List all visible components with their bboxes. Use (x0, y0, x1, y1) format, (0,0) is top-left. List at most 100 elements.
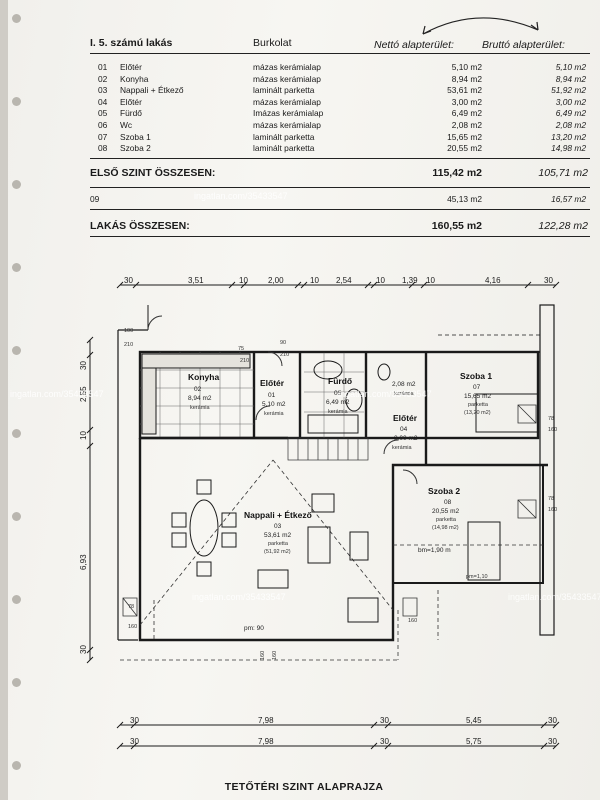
row09-number: 09 (90, 194, 100, 204)
eloter1-area: 5,10 m2 (262, 401, 286, 408)
dining-table (189, 499, 219, 557)
watermark-5: ingatlan.com/35433547 (508, 592, 600, 602)
room-name-cell: Nappali + Étkező (120, 85, 184, 96)
szoba2-label: Szoba 2 (428, 486, 460, 496)
room-gross-cell: 8,94 m2 (555, 73, 586, 84)
nappali-label: Nappali + Étkező (244, 510, 312, 520)
room-no-cell: 06 (98, 120, 108, 130)
room-net-cell: 8,94 m2 (451, 73, 482, 84)
room-floor-cell: laminált parketta (253, 131, 315, 142)
szoba2-pm: pm=1,10 (466, 574, 488, 580)
dimension-label: 30 (544, 276, 553, 285)
dimension-label: 10 (310, 276, 319, 285)
room-gross-cell: 51,92 m2 (551, 85, 586, 96)
dimension-label: 30 (548, 716, 557, 725)
room-net-cell: 15,65 m2 (447, 131, 482, 142)
room-net-cell: 20,55 m2 (447, 143, 482, 154)
room-no-cell: 05 (98, 108, 108, 119)
dimension-label: 30 (79, 361, 88, 370)
room-name-cell: Konyha (120, 73, 149, 84)
binder-hole (12, 346, 21, 355)
door-dimension-mark: 78 (548, 416, 554, 422)
watermark-4: ingatlan.com/35433547 (192, 592, 286, 602)
binder-hole (12, 512, 21, 521)
szoba1-area: 15,65 m2 (464, 393, 491, 400)
szoba2-floor: parketta (436, 517, 457, 523)
door-dimension-mark: 78 (128, 604, 134, 610)
eloter2-label: Előtér (393, 413, 418, 423)
room-gross-cell: 2,08 m2 (555, 120, 586, 130)
room-no-cell: 02 (98, 73, 108, 84)
eloter2-no: 04 (400, 426, 408, 433)
rule-after-total (90, 187, 590, 188)
door-dimension-mark: 90 (280, 340, 286, 346)
apartment-total-net: 160,55 m2 (431, 220, 482, 232)
dimension-label: 4,16 (485, 276, 501, 285)
row09-gross: 16,57 m2 (551, 194, 586, 204)
dimension-label: 2,00 (268, 276, 284, 285)
furdo-floor: kerámia (328, 409, 349, 415)
room-name-cell: Fürdő (120, 108, 142, 119)
room-gross-cell: 6,49 m2 (555, 108, 586, 119)
nappali-floor: parketta (268, 541, 289, 547)
staircase (287, 437, 369, 461)
swap-arrow-icon (422, 17, 539, 35)
dimension-label: 10 (426, 276, 435, 285)
room-name-cell: Szoba 2 (120, 143, 151, 154)
sofa (307, 526, 331, 564)
dimension-label: 7,98 (258, 737, 274, 746)
dimension-label: 1,39 (402, 276, 418, 285)
door-dimension-mark: 160 (260, 651, 266, 660)
wc-floor: kerámia (394, 391, 415, 397)
szoba2-sub: (14,98 m2) (432, 525, 459, 531)
door-dimension-mark: 210 (240, 358, 249, 364)
dimension-label: 10 (376, 276, 385, 285)
room-szoba2-outline (392, 464, 544, 584)
dimension-label: 2,55 (79, 386, 88, 402)
binder-hole (12, 429, 21, 438)
eloter1-no: 01 (268, 392, 276, 399)
room-net-cell: 5,10 m2 (451, 62, 482, 72)
binder-hole (12, 595, 21, 604)
room-net-cell: 53,61 m2 (447, 85, 482, 96)
binder-hole (12, 761, 21, 770)
rule-after-apartment-total (90, 236, 590, 237)
rule-before-apartment-total (90, 209, 590, 210)
door-dimension-mark: 160 (548, 427, 557, 433)
eloter2-area: 3,00 m2 (394, 435, 418, 442)
bed-szoba2 (467, 521, 501, 581)
door-dimension-mark: 210 (280, 352, 289, 358)
dimension-label: 30 (380, 737, 389, 746)
konyha-label: Konyha (188, 372, 219, 382)
first-floor-total-net: 115,42 m2 (432, 167, 482, 179)
nappali-sub: (51,92 m2) (264, 549, 291, 555)
right-wall (539, 304, 555, 636)
room-no-cell: 04 (98, 96, 108, 107)
konyha-floor: kerámia (190, 405, 211, 411)
room-no-cell: 07 (98, 131, 108, 142)
row09-net: 45,13 m2 (447, 194, 482, 204)
gross-area-header: Bruttó alapterület: (482, 39, 565, 51)
room-name-cell: Előtér (120, 62, 142, 72)
room-no-cell: 03 (98, 85, 108, 96)
watermark-1: ingatlan.com/35433547 (10, 389, 104, 399)
room-net-cell: 3,00 m2 (451, 96, 482, 107)
room-no-cell: 01 (98, 62, 108, 72)
szoba1-sub: (13,20 m2) (464, 410, 491, 416)
room-floor-cell: laminált parketta (253, 85, 315, 96)
dimension-label: 30 (130, 737, 139, 746)
room-floor-cell: mázas kerámialap (253, 120, 321, 130)
rule-before-total (90, 158, 590, 159)
furdo-area: 6,49 m2 (326, 399, 350, 406)
net-area-header: Nettó alapterület: (374, 39, 454, 51)
binder-holes (12, 0, 26, 800)
room-floor-cell: mázas kerámialap (253, 62, 321, 72)
room-floor-cell: mázas kerámialap (253, 73, 321, 84)
dimension-label: 30 (130, 716, 139, 725)
room-floor-cell: laminált parketta (253, 143, 315, 154)
binder-hole (12, 14, 21, 23)
room-gross-cell: 13,20 m2 (551, 131, 586, 142)
room-gross-cell: 5,10 m2 (555, 62, 586, 72)
szoba2-no: 08 (444, 499, 452, 506)
